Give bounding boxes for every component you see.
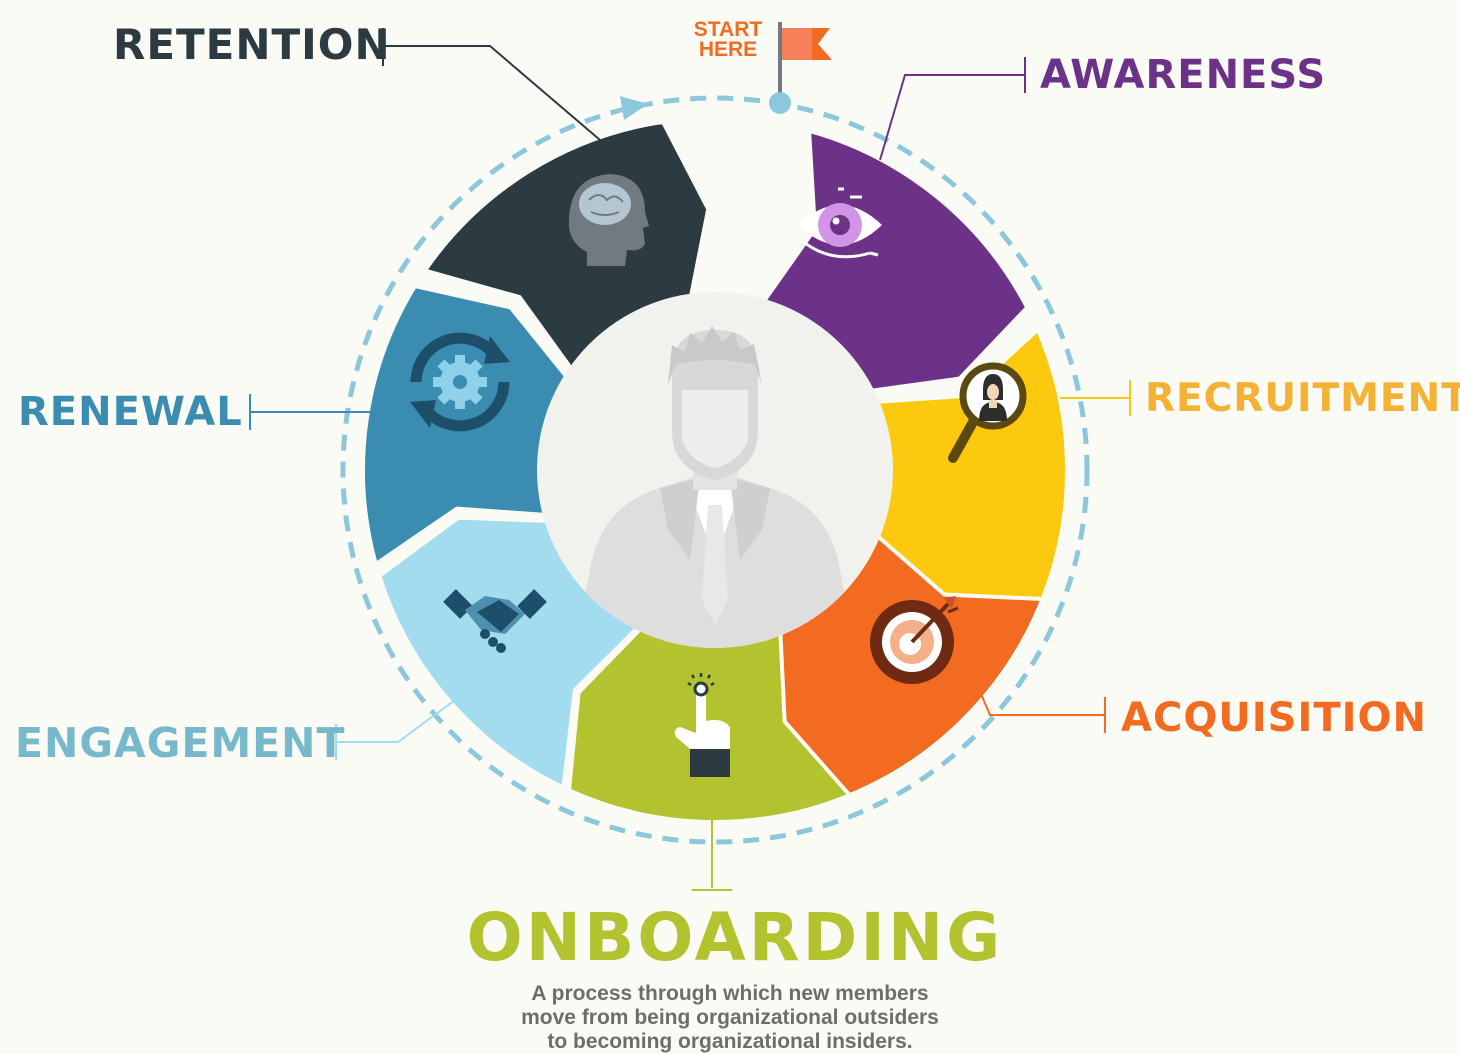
stage-label-acquisition: ACQUISITION — [1121, 695, 1428, 741]
magnifier-person-icon — [948, 362, 1027, 463]
description-line: to becoming organizational insiders. — [547, 1030, 913, 1053]
gear-cycle-icon — [410, 332, 510, 432]
target-arrow-icon — [870, 596, 959, 684]
stage-label-onboarding: ONBOARDING — [466, 899, 1004, 976]
handshake-icon — [443, 589, 547, 653]
description-line: move from being organizational outsiders — [521, 1006, 939, 1029]
brain-head-icon — [568, 174, 649, 266]
start-here-label: START HERE — [693, 18, 763, 61]
pointing-hand-icon — [674, 673, 730, 777]
description-line: A process through which new members — [531, 982, 929, 1005]
person-silhouette-icon — [572, 326, 858, 648]
stage-label-retention: RETENTION — [113, 20, 391, 69]
gear-tooth — [455, 397, 465, 409]
orbit-arrow-icon — [620, 96, 648, 120]
start-flag-icon — [769, 22, 832, 114]
stage-label-renewal: RENEWAL — [18, 389, 243, 435]
eye-icon — [798, 187, 882, 259]
onboarding-description: A process through which new members move… — [380, 982, 1080, 1054]
gear-tooth — [455, 355, 465, 367]
dashed-orbit — [340, 95, 1090, 845]
stage-label-recruitment: RECRUITMENT — [1145, 376, 1460, 421]
stage-label-engagement: ENGAGEMENT — [15, 719, 346, 767]
stage-label-awareness: AWARENESS — [1040, 52, 1327, 98]
connector-lines — [249, 28, 1131, 891]
